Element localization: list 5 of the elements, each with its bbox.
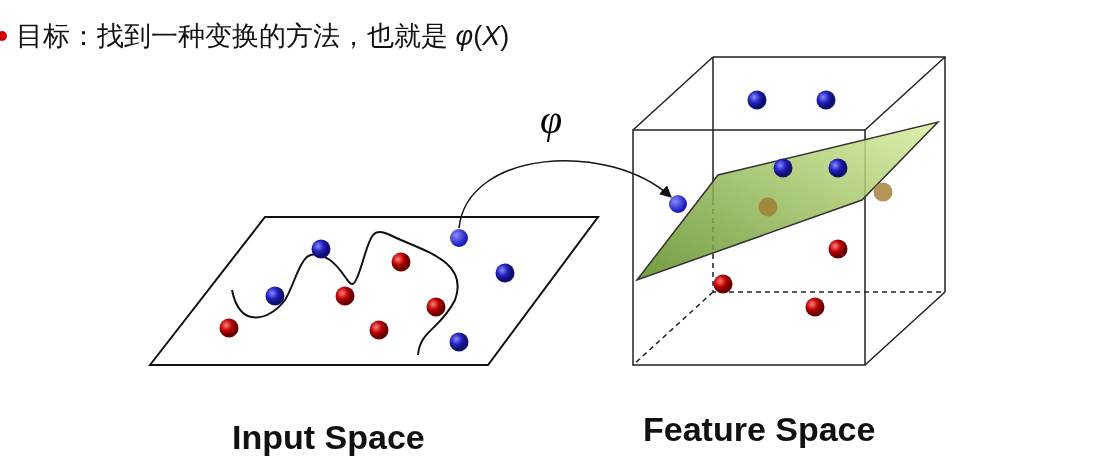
space-caption: Feature Space bbox=[643, 410, 876, 449]
space-caption: Input Space bbox=[232, 418, 425, 457]
title: 目标：找到一种变换的方法，也就是 φ(X) bbox=[16, 20, 510, 53]
data-point bbox=[669, 195, 687, 213]
mapping-arrow bbox=[458, 159, 672, 229]
